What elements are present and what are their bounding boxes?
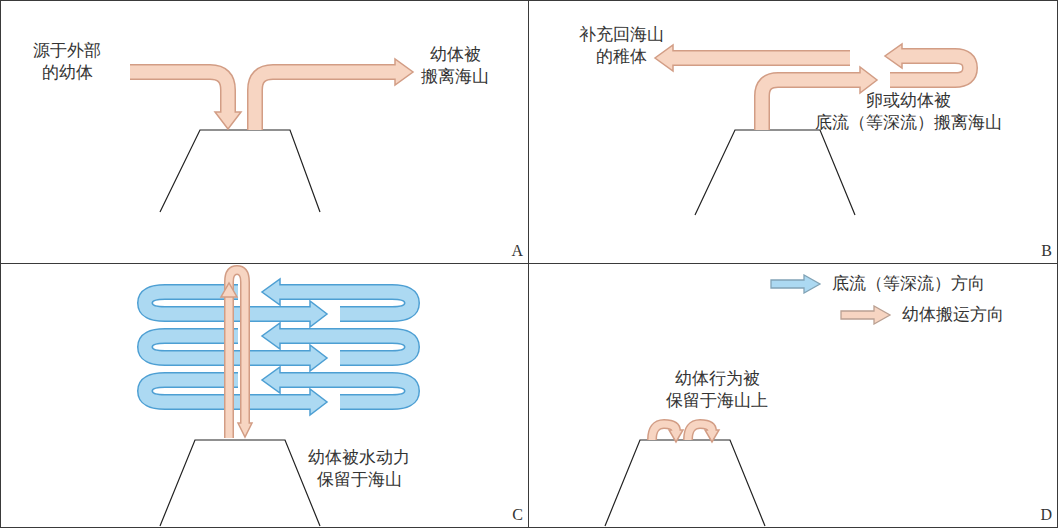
legend-swatch — [770, 274, 822, 294]
arrow-outline — [279, 336, 412, 358]
arrow-head — [885, 44, 902, 68]
panel-letter: D — [1040, 505, 1052, 526]
arrow-body — [279, 380, 412, 402]
arrow-body — [255, 72, 396, 130]
arrow-body — [652, 424, 676, 440]
arrow-outline — [255, 72, 396, 130]
larva-arrow — [652, 424, 683, 442]
legend-arrow — [841, 306, 890, 324]
larva-arrow — [130, 72, 241, 129]
panel-label: 幼体被 搬离海山 — [413, 43, 497, 87]
arrow-outline — [130, 72, 228, 113]
arrow-head — [310, 345, 327, 371]
panel-label: 幼体被水动力 保留于海山 — [301, 446, 417, 490]
arrow-body — [672, 52, 850, 65]
arrow-head — [262, 323, 280, 349]
arrow-head — [395, 59, 413, 85]
arrow-head — [860, 67, 877, 93]
panel-label: 卵或幼体被 底流（等深流）搬离海山 — [803, 89, 1013, 133]
current-arrow — [262, 367, 412, 402]
panel: 幼体被水动力 保留于海山 C — [0, 263, 529, 528]
panel-label: 幼体行为被 保留于海山上 — [659, 367, 775, 411]
larva-arrow — [655, 45, 850, 71]
panel-letter: C — [512, 505, 523, 526]
legend-arrow — [771, 275, 820, 293]
current-arrow — [262, 323, 412, 358]
legend-label: 幼体搬运方向 — [902, 303, 1004, 326]
larva-arrow — [688, 424, 719, 442]
legend-swatch — [840, 305, 892, 325]
larva-arrow — [255, 59, 413, 130]
current-arrow — [262, 279, 412, 314]
seamount — [160, 440, 320, 526]
larva-arrow — [221, 270, 252, 438]
arrow-body — [279, 336, 412, 358]
legend-item: 幼体搬运方向 — [840, 303, 1004, 326]
panel: 补充回海山 的稚体卵或幼体被 底流（等深流）搬离海山 B — [528, 0, 1058, 264]
arrow-outline — [672, 50, 850, 66]
legend-label: 底流（等深流）方向 — [832, 272, 985, 295]
panel-letter: B — [1041, 241, 1052, 262]
arrow-head — [215, 112, 241, 129]
arrow-head — [262, 279, 280, 305]
arrow-body — [688, 424, 712, 440]
panel-letter: A — [511, 241, 523, 262]
seamount — [160, 130, 320, 212]
panel: 源于外部 的幼体 幼体被 搬离海山 A — [0, 0, 529, 264]
arrow-head — [221, 283, 237, 297]
larva-arrow — [885, 44, 970, 80]
legend-item: 底流（等深流）方向 — [770, 272, 985, 295]
arrow-body — [279, 292, 412, 314]
arrow-outline — [279, 292, 412, 314]
seamount — [695, 130, 855, 215]
panel: 幼体行为被 保留于海山上 D — [528, 263, 1058, 528]
arrow-head — [705, 430, 719, 442]
arrow-body — [890, 56, 970, 80]
arrow-head — [655, 45, 673, 71]
panel-label: 源于外部 的幼体 — [25, 39, 109, 83]
arrow-body — [130, 72, 228, 113]
arrow-head — [669, 430, 683, 442]
arrow-outline — [279, 380, 412, 402]
seamount — [605, 440, 765, 526]
arrow-head — [262, 367, 280, 393]
arrow-head — [310, 389, 327, 415]
arrow-head — [310, 301, 327, 327]
arrow-head — [238, 423, 252, 437]
panel-label: 补充回海山 的稚体 — [571, 23, 671, 67]
